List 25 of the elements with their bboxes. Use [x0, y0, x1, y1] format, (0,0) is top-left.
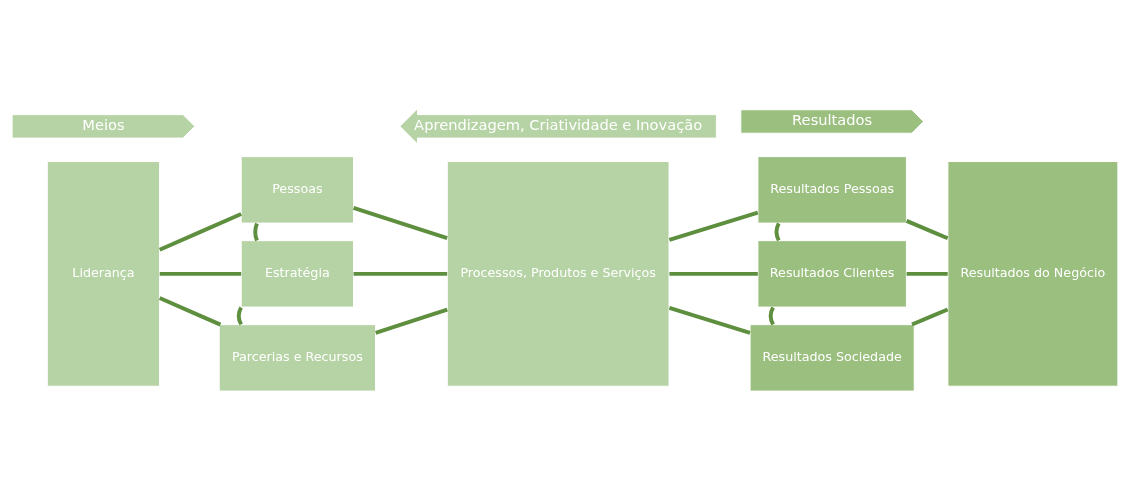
connector [911, 307, 949, 327]
node-box: Liderança [46, 161, 161, 387]
connector [774, 222, 781, 242]
connector [159, 271, 242, 276]
node-box: Resultados do Negócio [947, 161, 1119, 387]
connector [668, 306, 751, 335]
connector [158, 296, 222, 327]
node-box: Resultados Sociedade [749, 324, 915, 392]
connector [768, 306, 775, 326]
node-box: Estratégia [240, 240, 354, 308]
node-box: Parcerias e Recursos [218, 324, 376, 392]
node-box: Processos, Produtos e Serviços [446, 161, 670, 387]
node-box: Pessoas [240, 156, 354, 224]
node-box: Resultados Pessoas [757, 156, 907, 224]
connector [353, 271, 448, 276]
connector [375, 307, 448, 335]
connector [253, 222, 259, 242]
connector [905, 219, 949, 241]
connector [668, 210, 759, 242]
connector [158, 212, 242, 252]
connector [236, 306, 243, 326]
connector [906, 271, 948, 276]
node-box: Resultados Clientes [757, 240, 907, 308]
connector [352, 205, 448, 241]
connector [669, 271, 758, 276]
